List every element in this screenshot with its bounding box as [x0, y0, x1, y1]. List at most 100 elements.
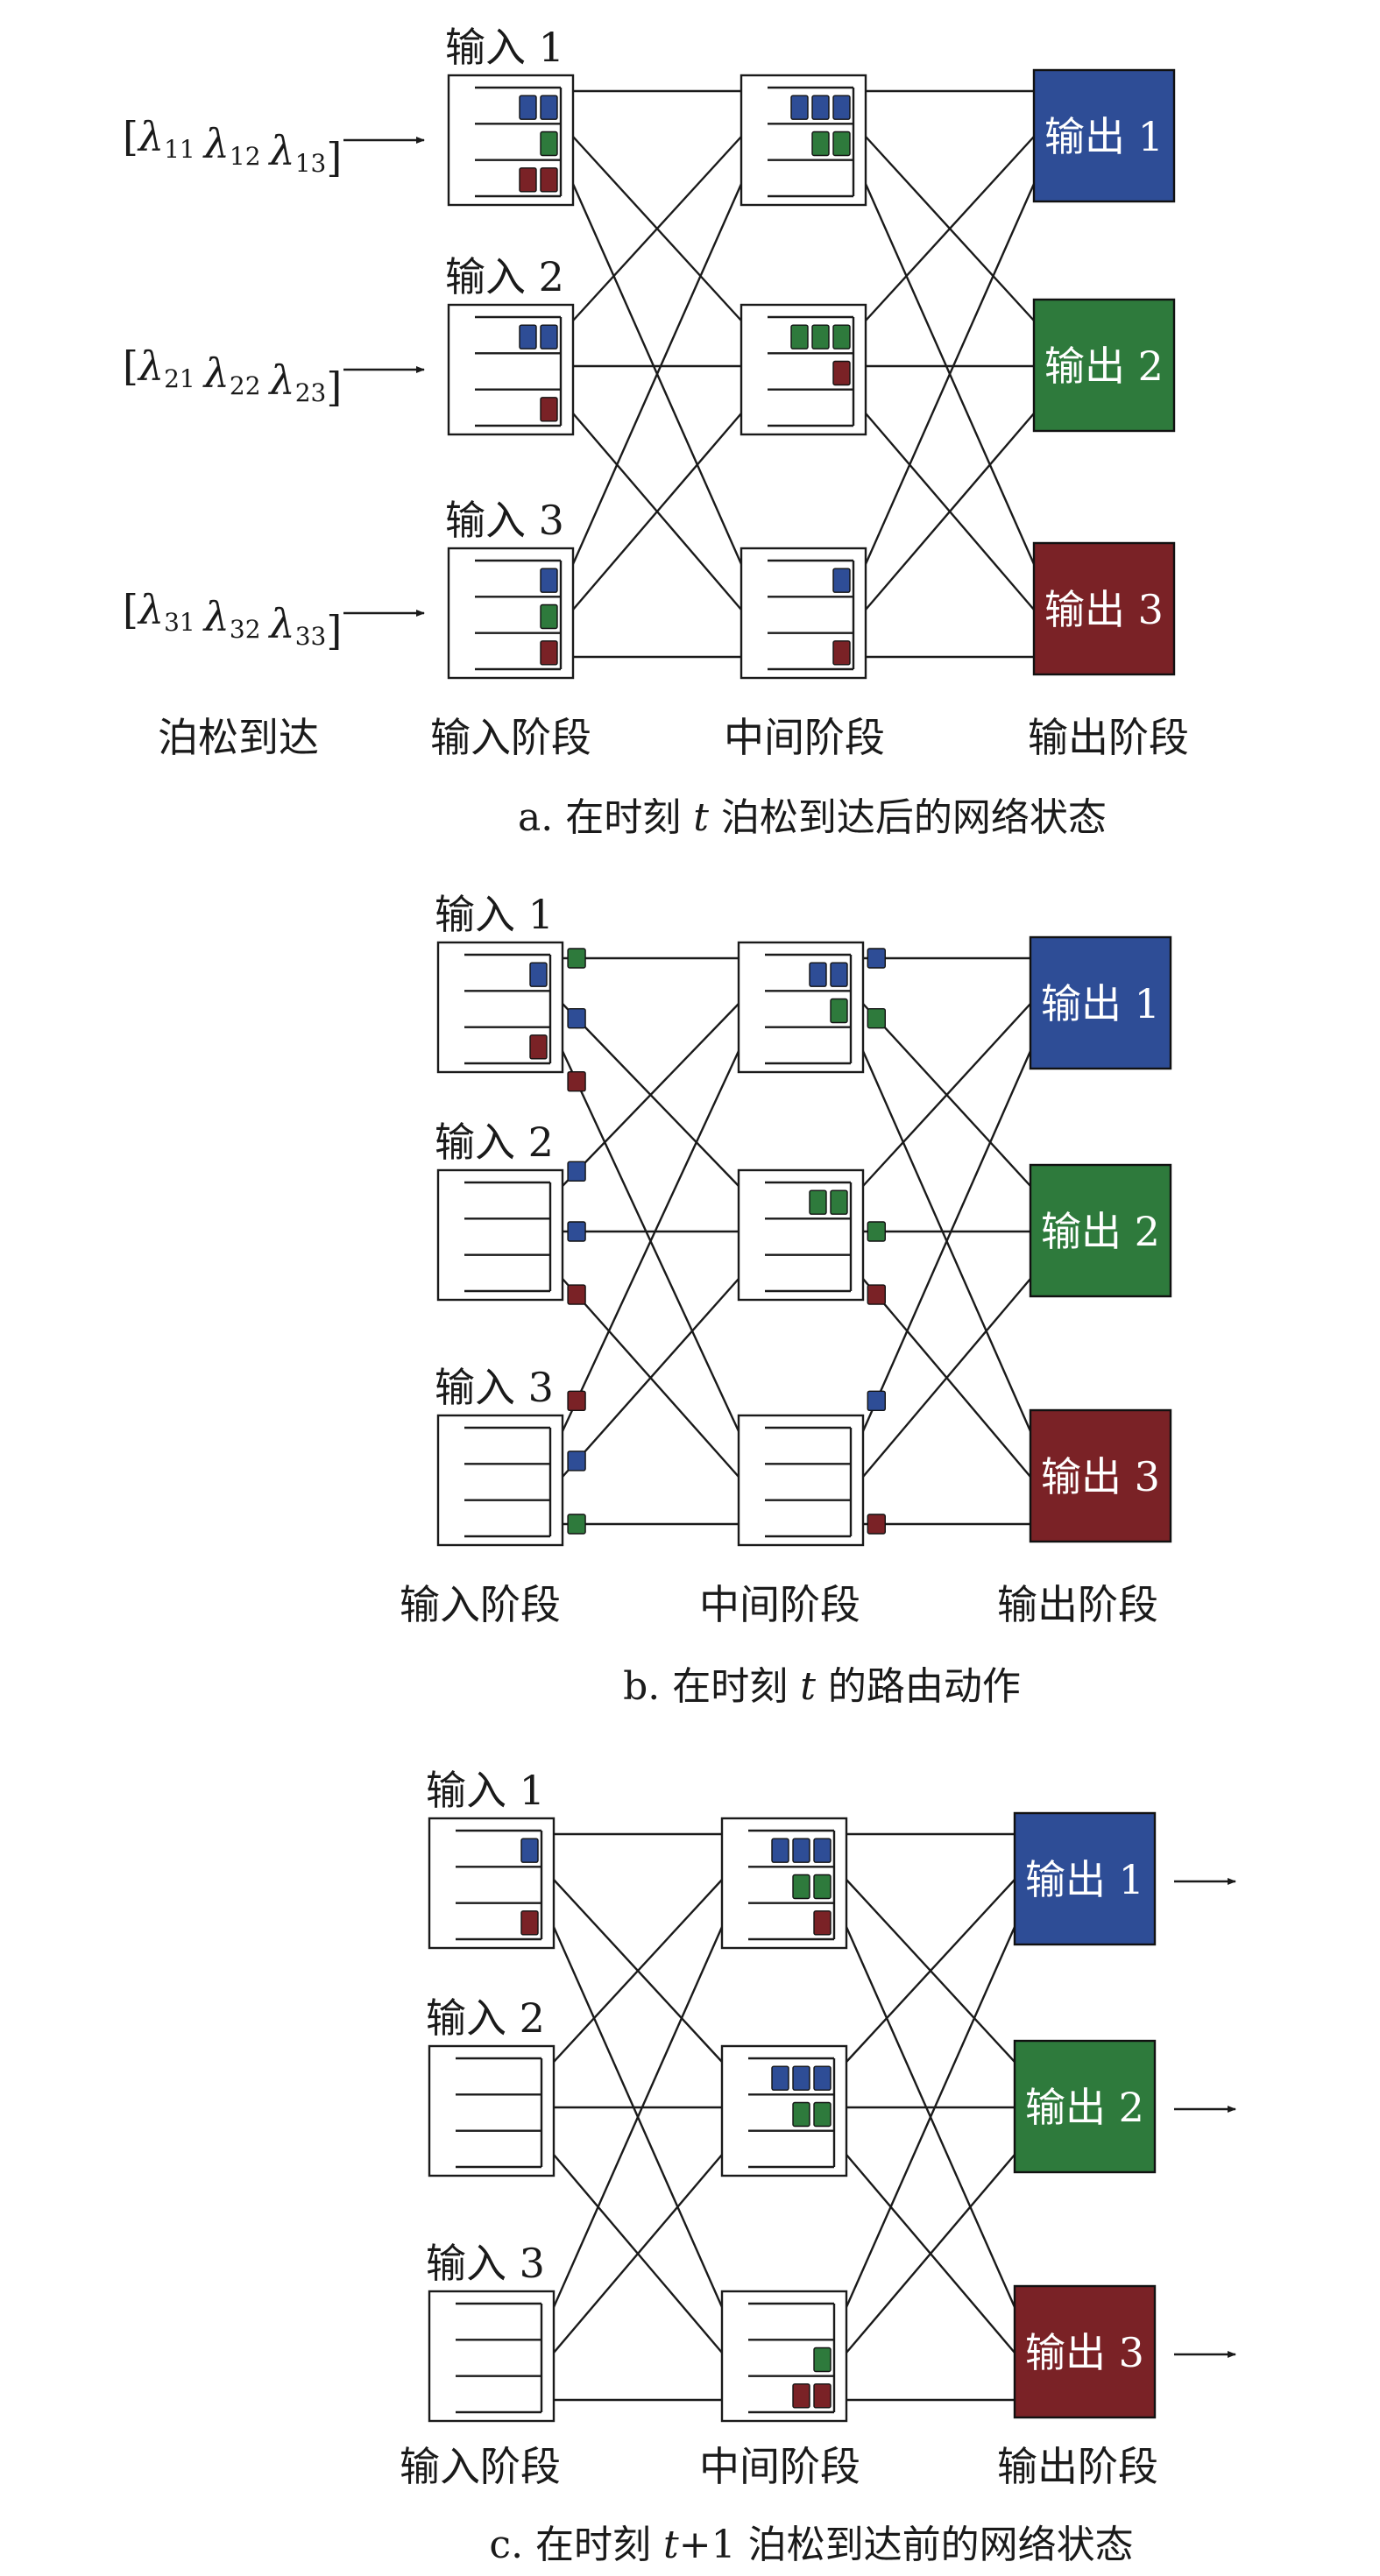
red-packet	[567, 1390, 586, 1411]
red-packet	[832, 360, 851, 386]
blue-packet	[813, 1838, 832, 1863]
caption-prefix: c. 在时刻	[489, 2523, 663, 2567]
input-to-middle-link	[571, 183, 743, 565]
caption-prefix: a. 在时刻	[518, 795, 693, 840]
middle-to-output-link	[845, 1926, 1016, 2308]
output-node-2	[1013, 2039, 1157, 2174]
lambda-subscript: 22	[230, 371, 261, 400]
red-packet	[813, 2383, 832, 2409]
green-packet	[867, 1221, 886, 1242]
green-packet	[867, 1007, 886, 1029]
bracket-open: [	[123, 342, 138, 390]
caption-variable: t	[663, 2523, 679, 2567]
bracket-open: [	[123, 113, 138, 160]
green-packet	[790, 324, 809, 349]
blue-packet	[792, 2065, 810, 2091]
middle-to-output-link	[846, 2154, 1016, 2354]
middle-queue-3	[737, 1414, 865, 1547]
red-packet	[567, 1284, 586, 1305]
input-to-middle-link	[572, 413, 742, 610]
stage-label-3: 输出阶段	[997, 1581, 1158, 1628]
stage-label-4: 输出阶段	[1028, 714, 1189, 761]
lambda-subscript: 31	[164, 608, 195, 637]
green-packet	[540, 131, 558, 157]
green-packet	[567, 948, 586, 969]
green-packet	[792, 1874, 810, 1900]
blue-packet	[790, 95, 809, 120]
blue-packet	[567, 1221, 586, 1242]
stage-label-2: 中间阶段	[699, 1581, 860, 1628]
blue-packet	[540, 568, 558, 593]
stage-label-1: 输入阶段	[400, 2443, 561, 2490]
input-label-1: 输入 1	[445, 24, 564, 71]
middle-to-output-link	[861, 1050, 1032, 1432]
red-packet	[540, 167, 558, 193]
stage-label-3: 输出阶段	[997, 2443, 1158, 2490]
stage-label-1: 泊松到达	[158, 714, 319, 761]
input-queue-3	[428, 2290, 556, 2423]
output-label-2: 输出 2	[1041, 1208, 1160, 1255]
lambda-subscript: 33	[295, 622, 327, 651]
input-to-middle-link	[552, 1926, 724, 2308]
input-label-1: 输入 1	[435, 891, 554, 938]
lambda-subscript: 11	[164, 135, 195, 164]
caption-prefix: b. 在时刻	[623, 1664, 800, 1709]
input-label-3: 输入 3	[426, 2240, 545, 2287]
blue-packet	[567, 1450, 586, 1471]
lambda-symbol: λ	[202, 120, 230, 167]
red-packet	[813, 1910, 832, 1936]
input-to-middle-link	[562, 1278, 740, 1478]
blue-packet	[809, 962, 827, 987]
green-packet	[830, 1189, 848, 1215]
output-node-2	[1029, 1163, 1172, 1298]
output-node-2	[1032, 298, 1176, 433]
middle-to-output-link	[864, 183, 1036, 565]
red-packet	[540, 397, 558, 422]
blue-packet	[832, 95, 851, 120]
lambda-subscript: 23	[295, 378, 327, 407]
green-packet	[813, 2347, 832, 2373]
caption-suffix: +1 泊松到达前的网络状态	[679, 2523, 1134, 2567]
middle-to-output-link	[865, 413, 1035, 610]
green-packet	[830, 998, 848, 1024]
lambda-subscript: 21	[164, 364, 195, 393]
lambda-symbol: λ	[202, 593, 230, 640]
stage-label-3: 中间阶段	[724, 714, 885, 761]
caption-variable: t	[800, 1664, 816, 1709]
input-to-middle-link	[553, 2154, 723, 2354]
input-to-middle-link	[553, 1879, 723, 2063]
middle-to-output-link	[862, 1278, 1031, 1478]
output-label-1: 输出 1	[1025, 1856, 1144, 1903]
lambda-symbol: λ	[137, 586, 164, 633]
output-node-3	[1013, 2284, 1157, 2419]
input-to-middle-link	[572, 136, 742, 321]
input-to-middle-link	[561, 1050, 740, 1432]
input-label-2: 输入 2	[435, 1119, 554, 1166]
input-to-middle-link	[562, 1003, 740, 1187]
output-node-1	[1032, 68, 1176, 203]
output-label-2: 输出 2	[1044, 342, 1164, 390]
input-label-1: 输入 1	[426, 1767, 545, 1814]
output-node-1	[1029, 935, 1172, 1070]
red-packet	[529, 1034, 548, 1060]
lambda-symbol: λ	[137, 113, 164, 160]
green-packet	[809, 1189, 827, 1215]
output-label-2: 输出 2	[1025, 2084, 1144, 2131]
middle-to-output-link	[865, 136, 1035, 321]
green-packet	[832, 324, 851, 349]
middle-queue-2	[737, 1168, 865, 1302]
lambda-symbol: λ	[137, 342, 164, 390]
output-node-3	[1029, 1408, 1172, 1543]
stage-label-2: 输入阶段	[430, 714, 591, 761]
red-packet	[867, 1514, 886, 1535]
lambda-symbol: λ	[202, 349, 230, 397]
lambda-subscript: 12	[230, 142, 261, 171]
lambda-symbol: λ	[268, 600, 295, 647]
output-node-3	[1032, 541, 1176, 676]
blue-packet	[519, 324, 537, 349]
bracket-open: [	[123, 586, 138, 633]
bracket-close: ]	[326, 363, 342, 411]
blue-packet	[540, 95, 558, 120]
blue-packet	[771, 2065, 789, 2091]
